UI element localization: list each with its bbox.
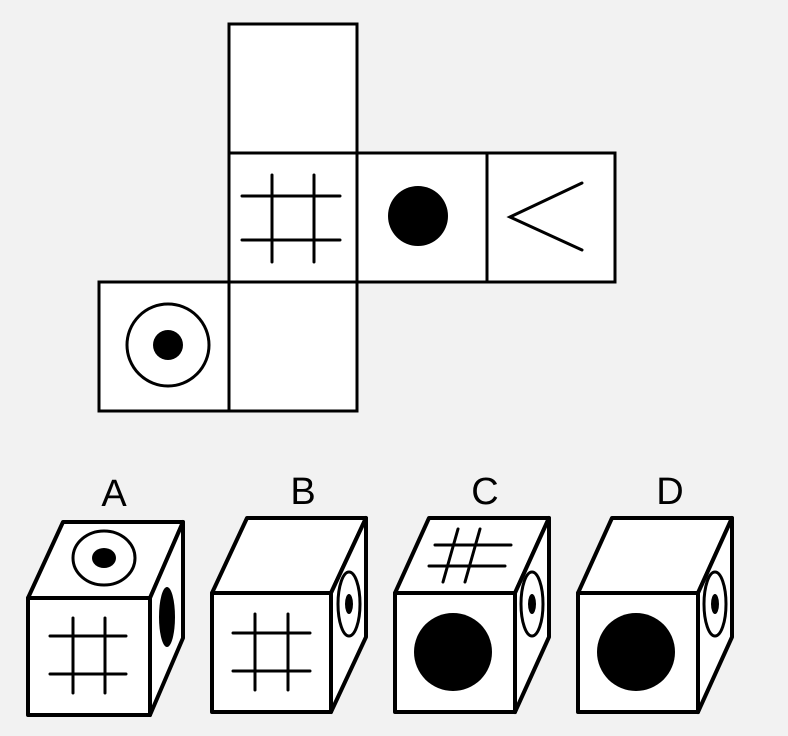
net-face-bottom <box>227 280 359 413</box>
net-face-bottom-left <box>97 280 231 413</box>
cube-front-face <box>210 591 333 714</box>
option-d[interactable]: D <box>576 471 734 714</box>
target-oval-symbol <box>519 570 545 638</box>
option-label: A <box>101 473 127 515</box>
hash-symbol <box>427 527 513 584</box>
target-oval-symbol <box>336 570 362 638</box>
dot-symbol <box>388 186 448 246</box>
hash-symbol <box>48 616 128 695</box>
option-label: D <box>656 471 683 513</box>
option-a[interactable]: A <box>26 473 185 717</box>
target-oval-symbol <box>702 570 728 638</box>
target-symbol <box>125 302 211 388</box>
dot-symbol <box>414 613 492 691</box>
hash-symbol <box>240 173 342 264</box>
option-label: B <box>290 471 315 513</box>
option-c[interactable]: C <box>393 471 551 714</box>
chevron-left-symbol <box>506 181 584 252</box>
cube-net <box>97 22 617 413</box>
dot-symbol <box>597 613 675 691</box>
answer-options: A B <box>26 471 734 717</box>
cube-front-face <box>26 596 152 717</box>
hash-symbol <box>231 612 312 692</box>
target-symbol <box>71 529 137 587</box>
option-b[interactable]: B <box>210 471 368 714</box>
oval-solid-symbol <box>159 587 175 647</box>
option-label: C <box>471 471 498 513</box>
net-face-far-right <box>485 151 617 284</box>
net-face-top-extension <box>227 22 359 155</box>
net-face-center <box>227 151 359 284</box>
net-face-right <box>355 151 489 284</box>
